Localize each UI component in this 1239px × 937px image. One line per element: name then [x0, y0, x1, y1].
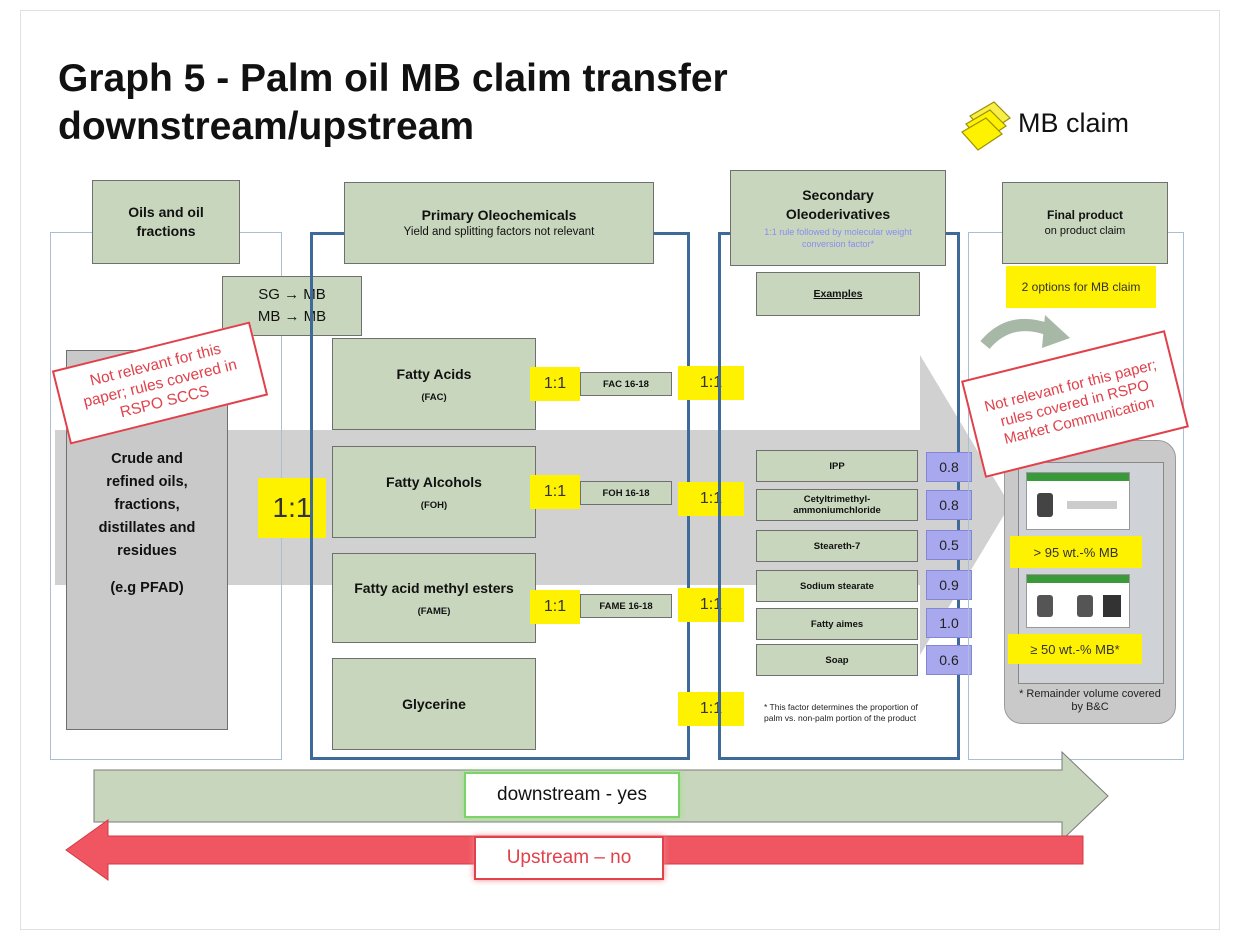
- page-title: Graph 5 - Palm oil MB claim transfer dow…: [58, 57, 728, 148]
- oils-content-text: Crude and refined oils, fractions, disti…: [76, 448, 218, 600]
- document-stack-icon: [961, 101, 1011, 151]
- oils-header: Oils and oil fractions: [92, 180, 240, 264]
- secondary-footnote: * This factor determines the proportion …: [764, 702, 918, 723]
- primary-header-label: Primary Oleochemicals: [421, 207, 577, 223]
- secondary-header-label: Secondary Oleoderivatives: [785, 187, 891, 222]
- fame-label: Fatty acid methyl esters: [354, 580, 514, 596]
- fame-label-box: FAME 16-18: [580, 594, 672, 618]
- fatty-acids-out-ratio: 1:1: [678, 366, 744, 400]
- product-image: [1026, 472, 1130, 530]
- secondary-item: Sodium stearate: [756, 570, 918, 602]
- secondary-header-sub: 1:1 rule followed by molecular weight co…: [764, 227, 912, 249]
- fatty-acids-box: Fatty Acids (FAC): [332, 338, 536, 430]
- fame-abbr: (FAME): [417, 606, 451, 617]
- foh-label-box: FOH 16-18: [580, 481, 672, 505]
- secondary-item: IPP: [756, 450, 918, 482]
- fatty-alcohols-abbr: (FOH): [420, 500, 448, 511]
- oils-content-line: distillates and: [98, 520, 196, 536]
- final-header: Final product on product claim: [1002, 182, 1168, 264]
- fatty-acids-abbr: (FAC): [421, 392, 447, 403]
- fame-box: Fatty acid methyl esters (FAME): [332, 553, 536, 643]
- secondary-header: Secondary Oleoderivatives 1:1 rule follo…: [730, 170, 946, 266]
- downstream-text: downstream - yes: [497, 784, 647, 805]
- examples-label: Examples: [813, 287, 863, 300]
- upstream-text: Upstream – no: [506, 847, 632, 868]
- oils-content-line: residues: [117, 543, 177, 559]
- oils-header-label: Oils and oil fractions: [128, 204, 204, 239]
- glycerine-out-ratio: 1:1: [678, 692, 744, 726]
- oils-ratio: 1:1: [258, 478, 326, 538]
- downstream-label: downstream - yes: [464, 772, 680, 818]
- secondary-factor: 0.6: [926, 645, 972, 675]
- final-header-sub: on product claim: [1044, 225, 1126, 237]
- fatty-acids-label: Fatty Acids: [396, 366, 472, 382]
- secondary-item: Cetyltrimethyl-ammoniumchloride: [756, 489, 918, 521]
- glycerine-label: Glycerine: [402, 695, 466, 712]
- secondary-item: Steareth-7: [756, 530, 918, 562]
- conversion-sg-mb: SG → MB: [258, 286, 326, 303]
- oils-content-line: fractions,: [114, 497, 180, 513]
- remainder-note: * Remainder volume covered by B&C: [1019, 688, 1161, 713]
- fatty-acids-ratio: 1:1: [530, 367, 580, 401]
- fatty-alcohols-ratio: 1:1: [530, 475, 580, 509]
- option1-label: > 95 wt.-% MB: [1010, 536, 1142, 568]
- fac-label-box: FAC 16-18: [580, 372, 672, 396]
- fame-out-ratio: 1:1: [678, 588, 744, 622]
- glycerine-box: Glycerine: [332, 658, 536, 750]
- final-header-label: Final product: [1047, 208, 1123, 222]
- fatty-alcohols-out-ratio: 1:1: [678, 482, 744, 516]
- fatty-alcohols-box: Fatty Alcohols (FOH): [332, 446, 536, 538]
- examples-box: Examples: [756, 272, 920, 316]
- primary-header-sub: Yield and splitting factors not relevant: [403, 226, 595, 238]
- fatty-alcohols-label: Fatty Alcohols: [386, 474, 482, 490]
- legend-label: MB claim: [1018, 108, 1130, 138]
- secondary-item: Fatty aimes: [756, 608, 918, 640]
- secondary-item: Soap: [756, 644, 918, 676]
- oils-content-example: (e.g PFAD): [110, 580, 184, 596]
- conversion-mb-mb: MB → MB: [257, 308, 327, 325]
- oils-content-line: refined oils,: [106, 474, 188, 490]
- upstream-label: Upstream – no: [474, 836, 664, 880]
- final-options-box: 2 options for MB claim: [1006, 266, 1156, 308]
- option2-label: ≥ 50 wt.-% MB*: [1008, 634, 1142, 664]
- secondary-factor: 0.8: [926, 452, 972, 482]
- oils-content-line: Crude and: [111, 451, 183, 467]
- secondary-factor: 0.9: [926, 570, 972, 600]
- secondary-factor: 1.0: [926, 608, 972, 638]
- secondary-factor: 0.8: [926, 490, 972, 520]
- product-image: [1026, 574, 1130, 628]
- secondary-factor: 0.5: [926, 530, 972, 560]
- fame-ratio: 1:1: [530, 590, 580, 624]
- primary-header: Primary Oleochemicals Yield and splittin…: [344, 182, 654, 264]
